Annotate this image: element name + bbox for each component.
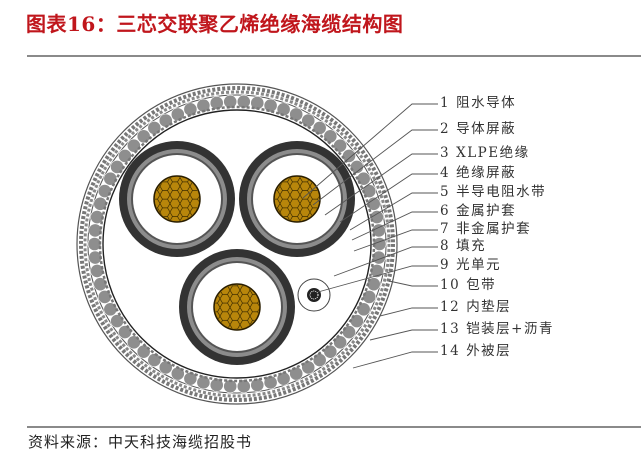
legend-label-number: 2 <box>440 121 451 137</box>
legend-label-text: 铠装层+沥青 <box>466 321 554 337</box>
legend-label-number: 8 <box>440 238 451 254</box>
power-core-bottom <box>179 249 295 365</box>
legend-label-number: 7 <box>440 221 451 237</box>
optical-fiber-unit <box>297 278 331 312</box>
legend-label-number: 3 <box>440 145 451 161</box>
legend-label-9: 9 光单元 <box>440 257 501 273</box>
legend-label-8: 8 填充 <box>440 238 486 254</box>
legend-label-text: 非金属护套 <box>456 221 532 237</box>
legend-label-text: 填充 <box>456 238 487 254</box>
legend-label-text: 导体屏蔽 <box>456 121 517 137</box>
legend-label-number: 14 <box>440 343 461 359</box>
legend-label-12: 12 内垫层 <box>440 299 511 315</box>
legend-label-2: 2 导体屏蔽 <box>440 121 516 137</box>
legend-label-3: 3 XLPE绝缘 <box>440 145 530 161</box>
legend-label-text: 外被层 <box>466 343 512 359</box>
leader-lines <box>302 103 438 369</box>
legend-label-number: 9 <box>440 257 451 273</box>
power-core-top-right <box>239 141 355 257</box>
legend-label-13: 13 铠装层+沥青 <box>440 321 554 337</box>
legend-label-number: 5 <box>440 184 451 200</box>
figure-title: 图表16：三芯交联聚乙烯绝缘海缆结构图 <box>26 12 404 36</box>
legend-label-text: 阻水导体 <box>456 95 517 111</box>
legend-label-number: 6 <box>440 203 451 219</box>
legend-label-1: 1 阻水导体 <box>440 95 516 111</box>
legend-label-4: 4 绝缘屏蔽 <box>440 165 516 181</box>
legend-label-number: 13 <box>440 321 461 337</box>
armor-wire-layer <box>87 94 387 394</box>
title-divider <box>27 55 641 57</box>
legend-label-text: XLPE绝缘 <box>456 145 530 161</box>
legend-label-text: 光单元 <box>456 257 502 273</box>
power-core-top-left <box>119 141 235 257</box>
legend-label-7: 7 非金属护套 <box>440 221 531 237</box>
legend-label-number: 4 <box>440 165 451 181</box>
source-note: 资料来源：中天科技海缆招股书 <box>28 433 253 451</box>
legend-label-14: 14 外被层 <box>440 343 511 359</box>
legend-label-text: 半导电阻水带 <box>456 184 547 200</box>
source-divider <box>27 426 641 428</box>
legend-label-text: 包带 <box>466 277 497 293</box>
legend-label-text: 金属护套 <box>456 203 517 219</box>
legend-label-number: 12 <box>440 299 461 315</box>
legend-label-text: 内垫层 <box>466 299 512 315</box>
legend-label-6: 6 金属护套 <box>440 203 516 219</box>
legend-label-10: 10 包带 <box>440 277 496 293</box>
legend-label-number: 1 <box>440 95 451 111</box>
legend-label-number: 10 <box>440 277 461 293</box>
legend-label-5: 5 半导电阻水带 <box>440 184 546 200</box>
legend-label-text: 绝缘屏蔽 <box>456 165 517 181</box>
